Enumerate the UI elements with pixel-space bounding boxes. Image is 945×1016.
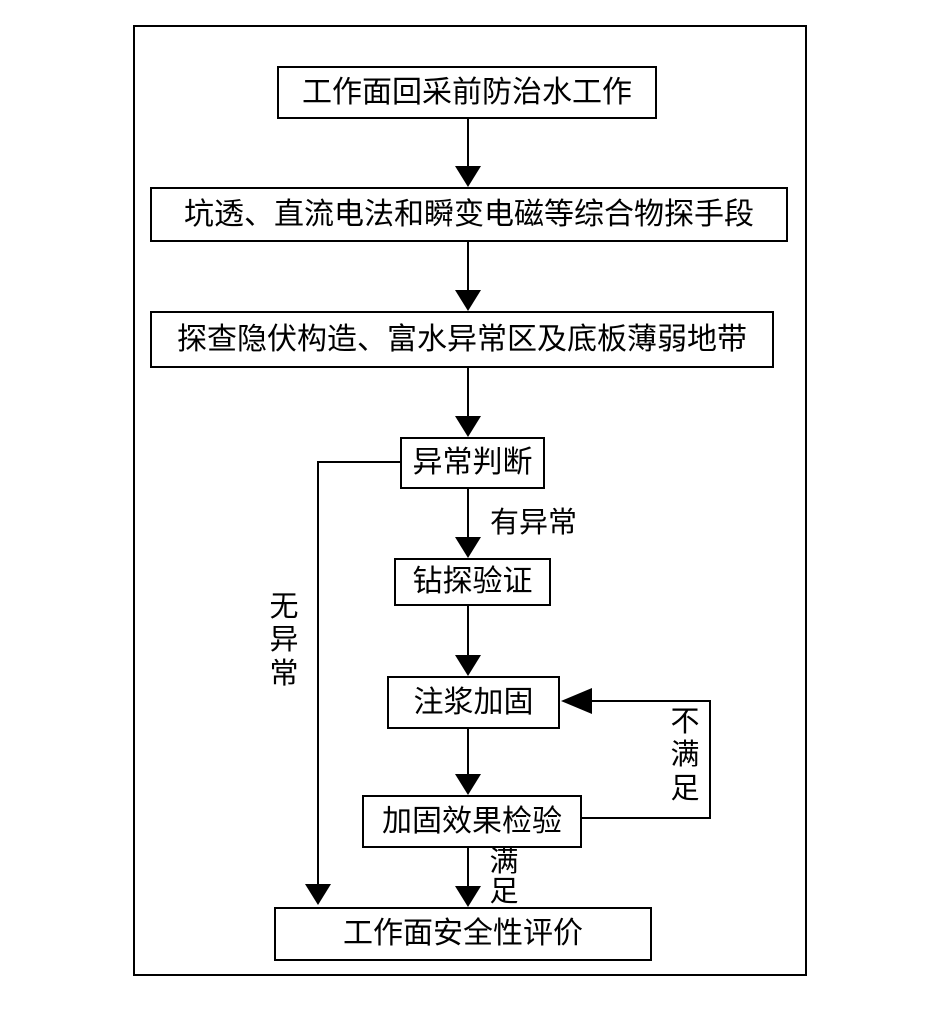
node-label: 探查隐伏构造、富水异常区及底板薄弱地带 [177,321,747,357]
arrowhead-3 [455,416,481,437]
node-drilling-verification: 钻探验证 [394,558,551,606]
arrowhead-5 [455,655,481,676]
node-label: 异常判断 [412,445,533,480]
arrowhead-no-anomaly [305,884,331,905]
edge-label-not-satisfied: 不 满 足 [670,704,700,805]
node-geophysical-methods: 坑透、直流电法和瞬变电磁等综合物探手段 [150,187,788,242]
arrowhead-7 [455,886,481,907]
node-label: 工作面回采前防治水工作 [302,74,632,110]
node-label: 加固效果检验 [382,803,562,839]
node-pre-mining-water-prevention: 工作面回采前防治水工作 [277,66,657,119]
edge-label-satisfied: 满 足 [489,844,519,909]
arrowhead-2 [455,290,481,311]
node-label: 钻探验证 [412,564,533,599]
edge-line-no-anomaly [317,461,400,884]
arrowhead-1 [455,166,481,187]
edge-line-not-satisfied [582,700,711,819]
node-safety-evaluation: 工作面安全性评价 [274,907,652,961]
node-reinforcement-inspection: 加固效果检验 [362,795,582,848]
edge-label-no-anomaly: 无 异 常 [269,589,299,690]
edge-label-has-anomaly: 有异常 [490,505,578,539]
arrowhead-not-satisfied [561,688,592,714]
node-anomaly-judgment: 异常判断 [400,437,545,489]
node-label: 工作面安全性评价 [343,916,583,951]
node-label: 坑透、直流电法和瞬变电磁等综合物探手段 [184,196,754,232]
node-grouting-reinforcement: 注浆加固 [387,676,560,729]
node-detect-hidden-structures: 探查隐伏构造、富水异常区及底板薄弱地带 [150,311,774,368]
arrowhead-4 [455,537,481,558]
arrowhead-6 [455,774,481,795]
node-label: 注浆加固 [413,684,534,720]
diagram-frame [133,25,807,976]
